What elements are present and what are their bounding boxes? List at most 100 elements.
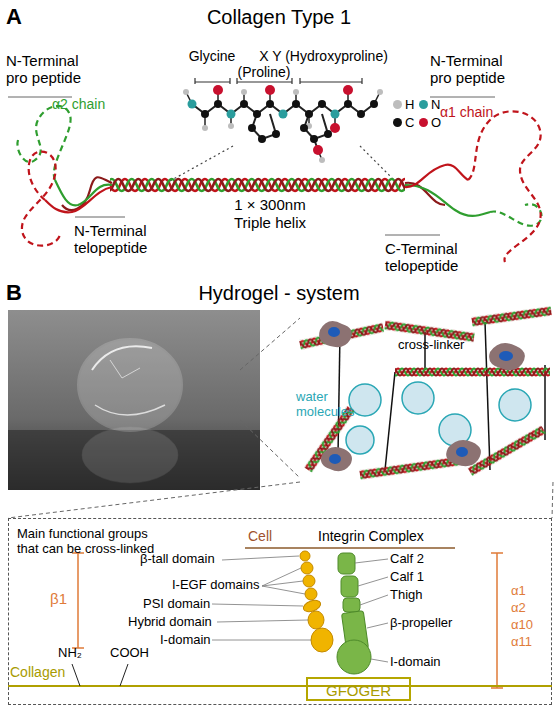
- illustration-path: [17, 106, 70, 180]
- part-label: Collagen: [10, 664, 90, 680]
- domain-label: β-propeller: [390, 616, 480, 631]
- illustration-circle: [331, 110, 340, 119]
- illustration-g: [300, 551, 333, 652]
- illustration-line: [360, 595, 388, 605]
- illustration-ellipse: [82, 427, 178, 483]
- legend-text: C: [405, 115, 414, 130]
- legend-item: H: [393, 97, 414, 112]
- group-label: NH₂: [58, 646, 98, 661]
- illustration-g: [72, 553, 503, 688]
- illustration-path: [55, 180, 112, 205]
- illustration-circle: [227, 110, 236, 119]
- illustration-path: [446, 440, 481, 466]
- illustration-path: [110, 360, 140, 378]
- illustration-g: [188, 100, 340, 119]
- illustration-line: [8, 482, 300, 518]
- illustration-ellipse: [456, 447, 468, 457]
- part-label: Cell: [248, 528, 288, 544]
- illustration-circle: [253, 110, 261, 118]
- panel-letter: B: [6, 280, 36, 305]
- illustration-circle: [301, 562, 313, 574]
- domain-label: Calf 1: [390, 570, 450, 585]
- illustration-circle: [214, 100, 222, 108]
- illustration-circle: [305, 110, 313, 118]
- illustration-circle: [319, 157, 325, 163]
- legend-swatch: [419, 100, 428, 109]
- triple-helix: [110, 177, 405, 193]
- illustration-circle: [292, 100, 300, 108]
- illustration-path: [92, 346, 152, 370]
- illustration-path: [321, 447, 352, 471]
- legend-item: N: [419, 97, 440, 112]
- illustration-path: [22, 152, 60, 246]
- illustration-rect: [359, 456, 459, 480]
- node-text: GFOGER: [308, 682, 409, 699]
- illustration-circle: [300, 551, 310, 561]
- part-label: Integrin Complex: [318, 528, 448, 544]
- illustration-path: [319, 321, 352, 347]
- illustration-circle: [266, 100, 274, 108]
- illustration-rect: [338, 553, 355, 574]
- illustration-line: [120, 664, 128, 686]
- illustration-circle: [188, 100, 197, 109]
- region-label: C-Terminal telopeptide: [385, 240, 475, 275]
- illustration-rect: [341, 576, 358, 597]
- c-terminal-chains: [405, 111, 542, 262]
- illustration-line: [170, 146, 233, 181]
- illustration-path: [490, 204, 542, 226]
- illustration-circle: [499, 389, 531, 421]
- legend-swatch: [393, 118, 402, 127]
- dimension-label: 1 × 300nm: [200, 196, 340, 213]
- illustration-line: [371, 659, 388, 662]
- legend-text: O: [431, 115, 441, 130]
- illustration-line: [385, 372, 395, 470]
- zoom-lines: [170, 146, 395, 181]
- illustration-circle: [258, 135, 266, 143]
- domain-label: I-domain: [160, 633, 240, 648]
- illustration-path: [491, 553, 503, 688]
- illustration-g: [186, 90, 380, 160]
- region-label: N-Terminal telopeptide: [74, 222, 164, 257]
- domain-label: I-EGF domains: [172, 578, 272, 593]
- illustration-path: [62, 177, 112, 210]
- subunit-label: α10: [511, 618, 545, 633]
- subunit-label: α11: [511, 635, 545, 650]
- integrin-complex: [72, 548, 503, 688]
- domain-label: β-tall domain: [140, 552, 260, 567]
- illustration-circle: [240, 100, 248, 108]
- hydrogel-photo: [8, 310, 260, 490]
- chain-label: α2 chain: [52, 96, 132, 112]
- illustration-ellipse: [78, 339, 182, 431]
- illustration-line: [72, 664, 80, 686]
- illustration-line: [240, 420, 300, 478]
- illustration-path: [300, 78, 362, 84]
- legend-text: H: [405, 97, 414, 112]
- legend-text: N: [431, 97, 440, 112]
- illustration-g: [359, 456, 459, 480]
- subunit-label: β1: [50, 590, 80, 607]
- panel-title: Hydrogel - system: [150, 282, 408, 305]
- legend-swatch: [419, 118, 428, 127]
- illustration-line: [262, 581, 303, 586]
- illustration-line: [360, 146, 395, 181]
- residue-label: Glycine: [182, 48, 242, 64]
- illustration-circle: [202, 125, 208, 131]
- illustration-line: [552, 482, 553, 518]
- illustration-g: [212, 556, 388, 662]
- illustration-rect: [471, 306, 552, 327]
- illustration-line: [262, 586, 305, 594]
- illustration-line: [212, 640, 311, 641]
- illustration-circle: [370, 100, 378, 108]
- illustration-line: [217, 620, 308, 622]
- domain-label: Thigh: [390, 588, 450, 603]
- domain-label: PSI domain: [143, 597, 243, 612]
- illustration-circle: [343, 85, 353, 95]
- illustration-circle: [313, 145, 323, 155]
- part-label: cross-linker: [398, 338, 488, 353]
- illustration-path: [405, 165, 468, 187]
- illustration-path: [468, 111, 541, 262]
- domain-label: I-domain: [390, 655, 470, 670]
- illustration-ellipse: [308, 611, 324, 629]
- illustration-g: [201, 100, 378, 143]
- subunit-label: α1: [511, 584, 545, 599]
